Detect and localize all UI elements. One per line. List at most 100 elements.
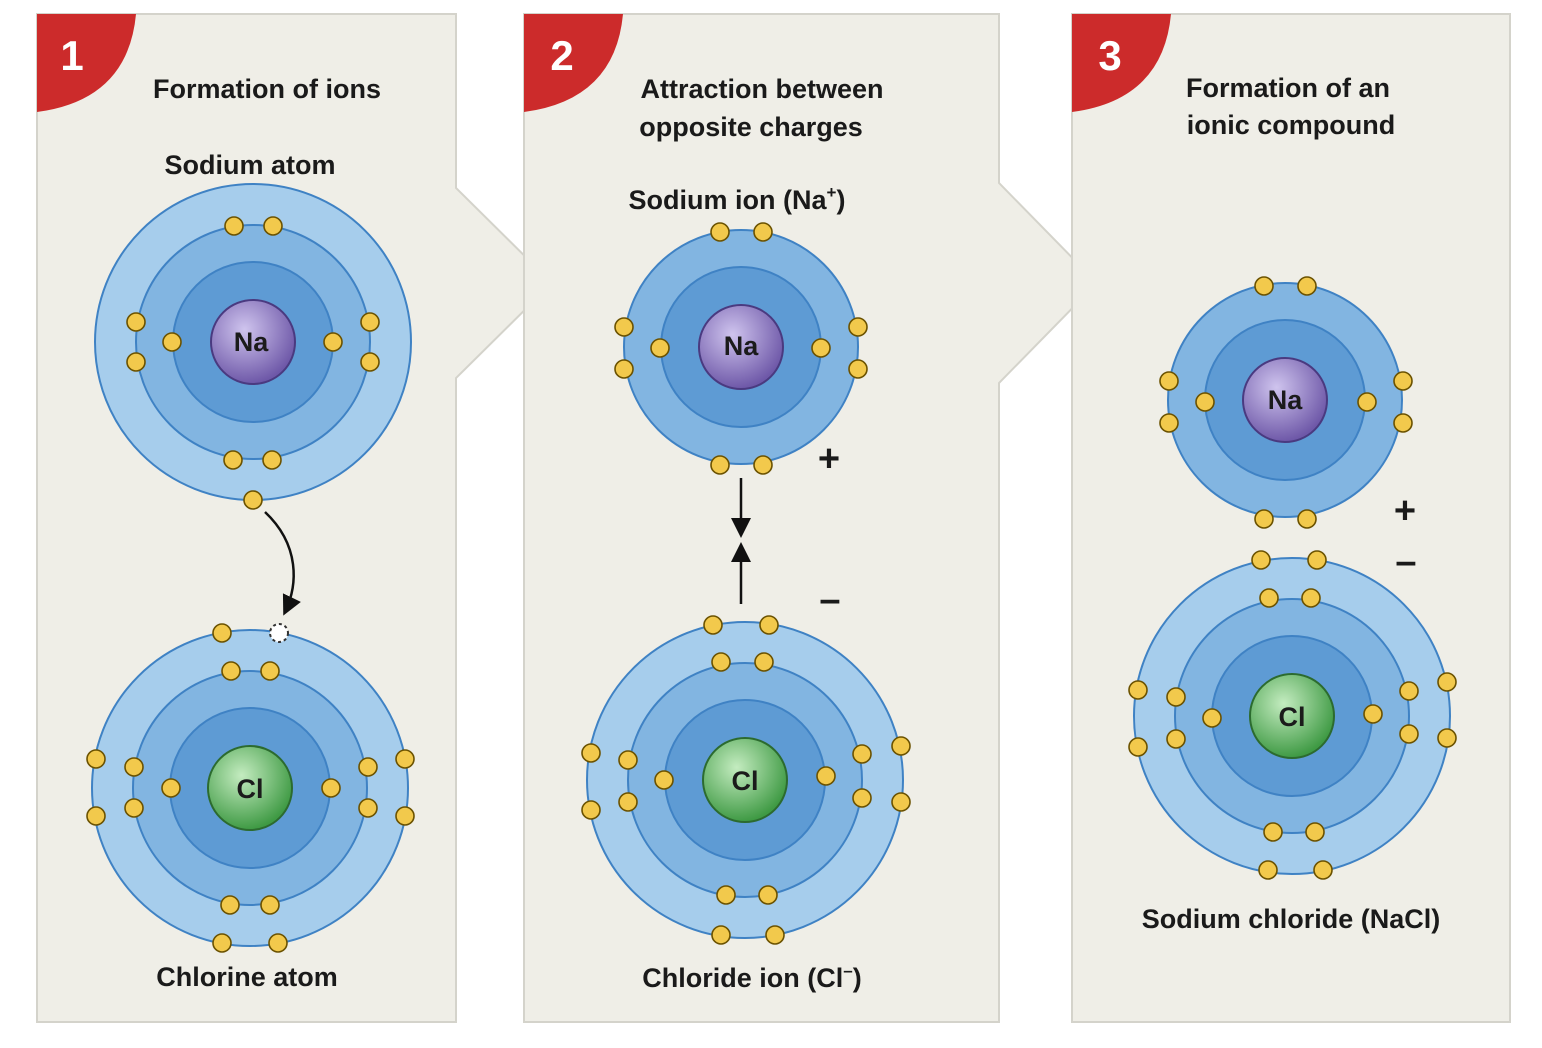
sodium-nucleus-label: Na: [234, 327, 269, 357]
electron: [1297, 509, 1317, 529]
electron: [161, 778, 181, 798]
compound-chloride-nucleus-label: Cl: [1279, 702, 1306, 732]
electron: [124, 798, 144, 818]
compound-minus-sign: –: [1395, 541, 1416, 583]
step-number-1: 1: [60, 32, 83, 79]
electron: [86, 749, 106, 769]
electron: [1363, 704, 1383, 724]
sodium-nucleus: [210, 299, 296, 385]
step-3-title-line-1: Formation of an: [1186, 73, 1390, 103]
electron: [395, 749, 415, 769]
electron: [758, 885, 778, 905]
electron: [395, 806, 415, 826]
electron: [852, 788, 872, 808]
electron: [212, 933, 232, 953]
chlorine-atom: Cl: [91, 629, 409, 947]
electron: [711, 925, 731, 945]
chlorine-nucleus-label: Cl: [237, 774, 264, 804]
electron: [650, 338, 670, 358]
step-badge-2: 2: [524, 14, 623, 112]
electron: [1305, 822, 1325, 842]
sodium-atom-label: Sodium atom: [164, 150, 335, 180]
step-badge-3: 3: [1072, 14, 1171, 112]
electron: [614, 317, 634, 337]
electron: [358, 757, 378, 777]
electrons-layer: [86, 216, 1457, 953]
step-number-3: 3: [1098, 32, 1121, 79]
step-3-title-line-2: ionic compound: [1187, 110, 1396, 140]
electron: [1254, 276, 1274, 296]
electron: [243, 490, 263, 510]
chloride-ion-minus-sign: –: [819, 579, 840, 621]
sodium-ion: Na: [623, 229, 859, 465]
electron: [1399, 724, 1419, 744]
electron: [360, 312, 380, 332]
electron: [1166, 729, 1186, 749]
electron: [1128, 737, 1148, 757]
electron: [710, 455, 730, 475]
electron: [891, 792, 911, 812]
compound-sodium-ion: Na: [1167, 282, 1403, 518]
electron: [1399, 681, 1419, 701]
electron: [753, 455, 773, 475]
compound-chloride-ion: Cl: [1133, 557, 1451, 875]
electron: [852, 744, 872, 764]
electron: [162, 332, 182, 352]
sodium-atom: Na: [94, 183, 412, 501]
chlorine-nucleus: [207, 745, 293, 831]
electron: [765, 925, 785, 945]
step-badge-1: 1: [37, 14, 136, 112]
electron: [360, 352, 380, 372]
electron: [263, 216, 283, 236]
compound-plus-sign: +: [1394, 490, 1416, 532]
panel-2: 2 Attraction between opposite charges So…: [523, 13, 1099, 1023]
electron: [1437, 672, 1457, 692]
electron: [891, 736, 911, 756]
electron: [1307, 550, 1327, 570]
electron: [1251, 550, 1271, 570]
electron: [1258, 860, 1278, 880]
electron: [1301, 588, 1321, 608]
electron: [86, 806, 106, 826]
compound-sodium-nucleus-label: Na: [1268, 385, 1303, 415]
electron: [754, 652, 774, 672]
electron: [848, 359, 868, 379]
electron: [223, 450, 243, 470]
electron: [1437, 728, 1457, 748]
electron: [581, 743, 601, 763]
electron: [220, 895, 240, 915]
electron: [654, 770, 674, 790]
sodium-ion-nucleus: [698, 304, 784, 390]
electron: [618, 750, 638, 770]
chloride-ion-nucleus: [702, 737, 788, 823]
compound-chloride-nucleus: [1249, 673, 1335, 759]
electron: [260, 895, 280, 915]
electron: [358, 798, 378, 818]
electron: [124, 757, 144, 777]
electron: [1166, 687, 1186, 707]
electron: [1202, 708, 1222, 728]
electron: [703, 615, 723, 635]
electron: [262, 450, 282, 470]
panel-1: 1 Formation of ions Sodium atom Na Cl Ch…: [36, 13, 554, 1023]
panel-3: 3 Formation of an ionic compound Na + – …: [1071, 13, 1511, 1023]
electron: [260, 661, 280, 681]
electron: [1195, 392, 1215, 412]
electron: [811, 338, 831, 358]
step-number-2: 2: [550, 32, 573, 79]
electron: [126, 312, 146, 332]
electron: [1259, 588, 1279, 608]
step-1-title: Formation of ions: [153, 74, 381, 104]
sodium-ion-label: Sodium ion (Na+): [629, 183, 846, 215]
step-2-title-line-1: Attraction between: [640, 74, 883, 104]
electron: [581, 800, 601, 820]
electron: [711, 652, 731, 672]
compound-sodium-nucleus: [1242, 357, 1328, 443]
electron: [1128, 680, 1148, 700]
electron: [1263, 822, 1283, 842]
electron: [848, 317, 868, 337]
electron: [1393, 371, 1413, 391]
electron: [1297, 276, 1317, 296]
electron: [614, 359, 634, 379]
